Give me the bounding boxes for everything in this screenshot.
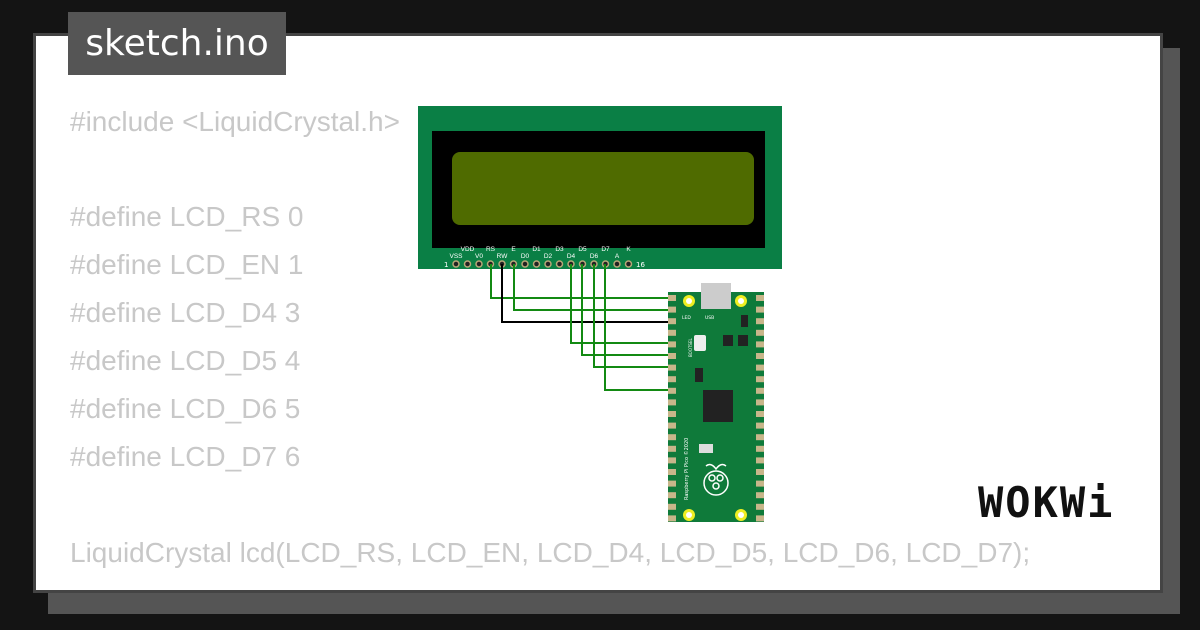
raspberry-pi-pico[interactable]: USB LED Raspberry Pi Pico ©2020 BOOTSEL <box>668 283 764 522</box>
lcd-pin-label: RS <box>486 246 496 253</box>
wire-d6 <box>593 264 676 368</box>
pico-pin[interactable] <box>756 480 764 487</box>
lcd-pin-d0[interactable] <box>521 260 529 268</box>
wire-d4 <box>570 264 676 344</box>
code-line: #include <LiquidCrystal.h> <box>70 106 400 137</box>
pico-pin[interactable] <box>668 387 676 394</box>
pico-pin[interactable] <box>668 434 676 441</box>
bootsel-button <box>694 335 706 351</box>
lcd-pin-label: D0 <box>521 253 530 260</box>
lcd-pin-d1[interactable] <box>532 260 541 268</box>
lcd-pin-vss[interactable] <box>452 260 460 268</box>
lcd-pin-label: D3 <box>555 246 564 253</box>
code-line: #define LCD_EN 1 <box>70 249 304 280</box>
pico-pin[interactable] <box>668 492 676 499</box>
pico-pin[interactable] <box>756 399 764 406</box>
wires <box>490 264 676 391</box>
code-line: #define LCD_RS 0 <box>70 201 304 232</box>
rp2040-chip <box>703 390 733 422</box>
lcd-pin-label: D6 <box>590 253 599 260</box>
lcd-pin-label: E <box>511 246 516 253</box>
pico-pin[interactable] <box>756 306 764 313</box>
pico-pin[interactable] <box>668 480 676 487</box>
bootsel-label: BOOTSEL <box>688 338 693 357</box>
pico-pin[interactable] <box>668 422 676 429</box>
usb-connector <box>701 283 731 309</box>
lcd-pin-v0[interactable] <box>475 260 483 268</box>
pico-pin[interactable] <box>668 364 676 371</box>
usb-label: USB <box>705 315 714 321</box>
lcd-pin-label: D5 <box>578 246 587 253</box>
pico-pin[interactable] <box>668 329 676 336</box>
code-line: LiquidCrystal lcd(LCD_RS, LCD_EN, LCD_D4… <box>70 537 1031 568</box>
lcd-pin-label: A <box>615 253 620 260</box>
pico-pin[interactable] <box>756 364 764 371</box>
lcd-pin-label: RW <box>497 253 509 260</box>
pico-pin[interactable] <box>668 295 676 301</box>
pico-pin[interactable] <box>756 469 764 475</box>
pico-pin[interactable] <box>668 503 676 510</box>
file-tab-title: sketch.ino <box>68 12 286 75</box>
led-label: LED <box>682 315 691 321</box>
lcd-pin-label: VDD <box>461 246 475 253</box>
wokwi-logo: WOKWi <box>978 478 1115 527</box>
lcd-pin-label: D1 <box>532 246 541 253</box>
lcd-pin-first: 1 <box>444 261 448 269</box>
lcd-pin-label: D7 <box>601 246 610 253</box>
pico-pin[interactable] <box>756 353 764 359</box>
lcd-pin-d3[interactable] <box>555 260 564 268</box>
pico-pin[interactable] <box>668 353 676 359</box>
pico-pin[interactable] <box>668 318 676 325</box>
pico-pin[interactable] <box>668 376 676 383</box>
pico-pin[interactable] <box>756 515 764 522</box>
pico-pin[interactable] <box>756 422 764 429</box>
lcd-pin-label: D4 <box>567 253 576 260</box>
pico-pin[interactable] <box>756 329 764 336</box>
pico-pin[interactable] <box>668 411 676 417</box>
lcd-pin-label: D2 <box>544 253 553 260</box>
pico-pin[interactable] <box>668 457 676 464</box>
pico-pin[interactable] <box>756 492 764 499</box>
pico-pin[interactable] <box>668 399 676 406</box>
pico-pin[interactable] <box>668 469 676 475</box>
pico-pin[interactable] <box>756 295 764 301</box>
lcd-pin-label: K <box>626 246 631 253</box>
wire-e <box>513 264 676 311</box>
wire-d5 <box>581 264 676 356</box>
pico-label: Raspberry Pi Pico ©2020 <box>683 438 690 500</box>
pico-pin[interactable] <box>756 318 764 325</box>
lcd-pin-label: VSS <box>449 253 463 260</box>
lcd-pin-k[interactable] <box>624 260 633 268</box>
pico-pin[interactable] <box>756 457 764 464</box>
pico-pin[interactable] <box>756 376 764 383</box>
pico-pin[interactable] <box>756 387 764 394</box>
pico-pin[interactable] <box>668 306 676 313</box>
wire-rs <box>490 264 676 299</box>
wire-rw <box>501 264 676 323</box>
raspberry-logo-icon <box>703 463 729 496</box>
pico-pin[interactable] <box>756 341 764 348</box>
pico-pin[interactable] <box>756 445 764 452</box>
lcd-pin-d2[interactable] <box>544 260 552 268</box>
pico-pin[interactable] <box>668 445 676 452</box>
code-line: #define LCD_D5 4 <box>70 345 301 376</box>
pico-pin[interactable] <box>756 503 764 510</box>
lcd-pin-label: V0 <box>475 253 483 260</box>
code-line: #define LCD_D6 5 <box>70 393 301 424</box>
code-line: #define LCD_D7 6 <box>70 441 301 472</box>
lcd-pin-vdd[interactable] <box>463 260 472 268</box>
pico-pin[interactable] <box>668 341 676 348</box>
pico-pin[interactable] <box>756 411 764 417</box>
lcd-pin-last: 16 <box>636 261 645 269</box>
code-line: #define LCD_D4 3 <box>70 297 301 328</box>
pico-pin[interactable] <box>668 515 676 522</box>
pico-pin[interactable] <box>756 434 764 441</box>
lcd-pin-a[interactable] <box>613 260 621 268</box>
wire-d7 <box>604 264 676 391</box>
